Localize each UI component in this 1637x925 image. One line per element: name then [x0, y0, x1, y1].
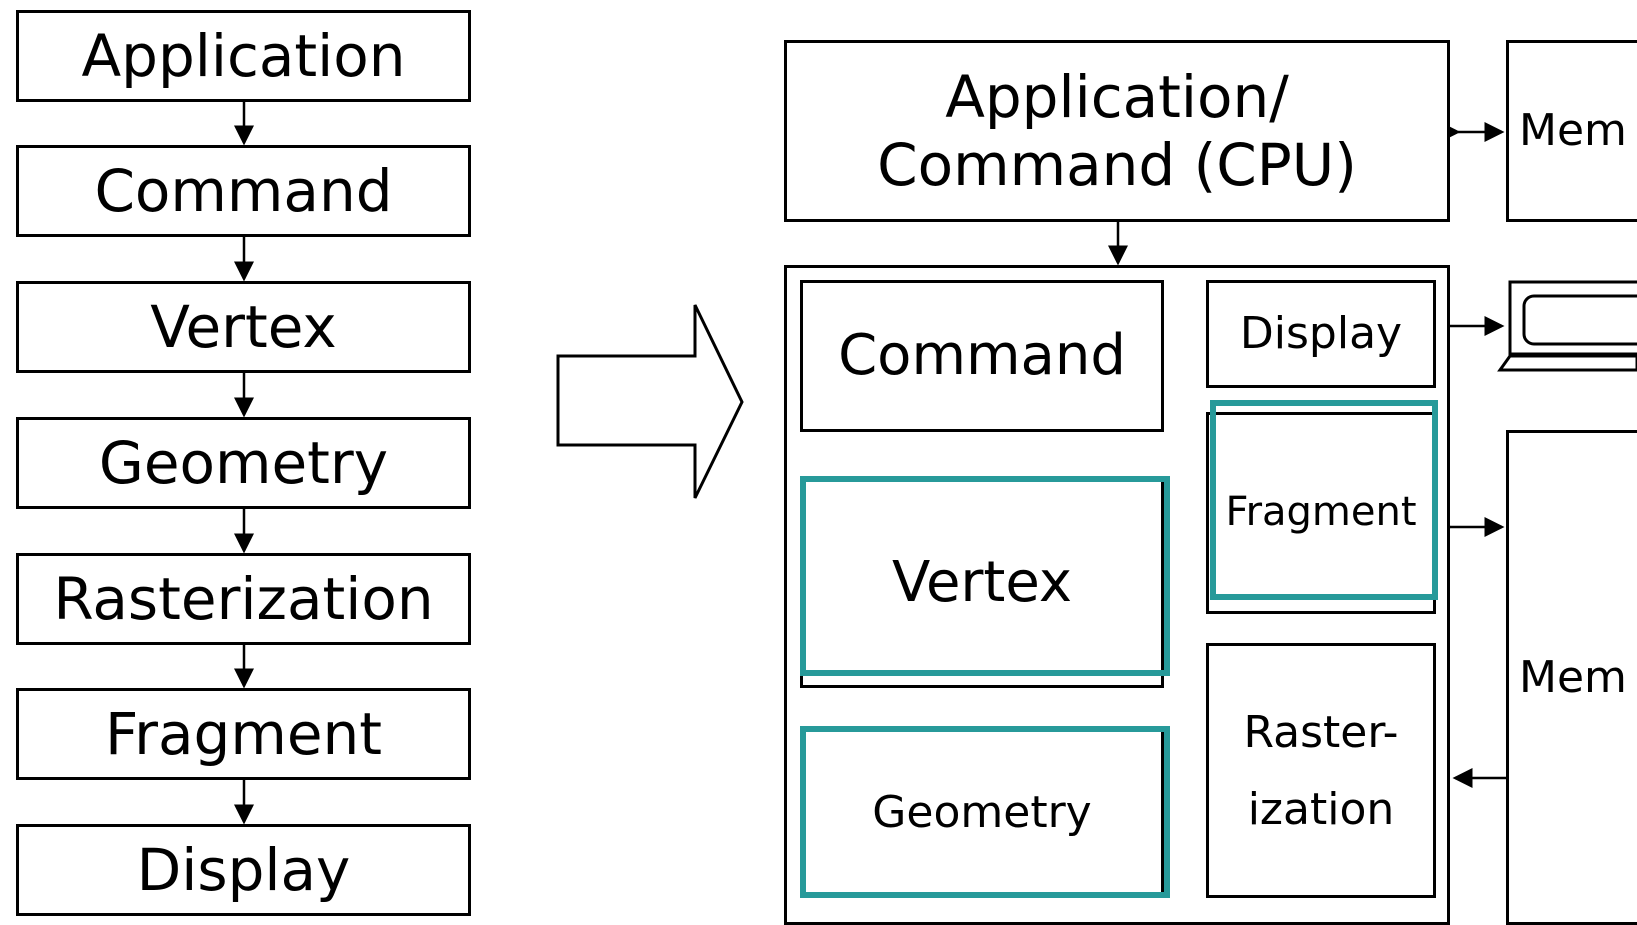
stage-label: Geometry [98, 428, 389, 497]
highlight-fragment [1210, 400, 1438, 600]
stage-label: Command [94, 156, 393, 225]
stage-label: Rasterization [53, 564, 434, 633]
gpu-geometry: Geometry [800, 728, 1164, 898]
stage-label: Fragment [104, 699, 383, 768]
highlight-vertex [800, 476, 1170, 676]
cpu-label: Application/ Command (CPU) [877, 62, 1357, 199]
gpu-fragment-label: Fragment [1225, 489, 1417, 536]
stage-display: Display [16, 824, 471, 916]
stage-geometry: Geometry [16, 417, 471, 509]
gpu-raster-label: Raster- ization [1243, 706, 1399, 835]
stage-label: Display [136, 835, 351, 904]
stage-label: Vertex [150, 292, 337, 361]
gpu-raster: Raster- ization [1206, 643, 1436, 898]
stage-vertex: Vertex [16, 281, 471, 373]
gpu-fragment: Fragment [1206, 412, 1436, 614]
stage-fragment: Fragment [16, 688, 471, 780]
gpu-command: Command [800, 280, 1164, 432]
stage-command: Command [16, 145, 471, 237]
cpu-box: Application/ Command (CPU) [784, 40, 1450, 222]
memory-bottom-label: Mem [1519, 651, 1627, 703]
gpu-vertex-label: Vertex [891, 549, 1072, 615]
memory-top: Mem [1506, 40, 1637, 222]
big-transform-arrow [556, 304, 744, 499]
stage-rasterization: Rasterization [16, 553, 471, 645]
memory-bottom: Mem [1506, 430, 1637, 925]
gpu-command-label: Command [838, 322, 1126, 388]
gpu-display: Display [1206, 280, 1436, 388]
stage-label: Application [81, 21, 406, 90]
gpu-geometry-label: Geometry [872, 787, 1092, 839]
stage-application: Application [16, 10, 471, 102]
gpu-vertex: Vertex [800, 478, 1164, 688]
highlight-geometry [800, 726, 1170, 898]
monitor-icon [1497, 280, 1637, 372]
gpu-display-label: Display [1239, 308, 1403, 360]
memory-top-label: Mem [1519, 105, 1627, 157]
